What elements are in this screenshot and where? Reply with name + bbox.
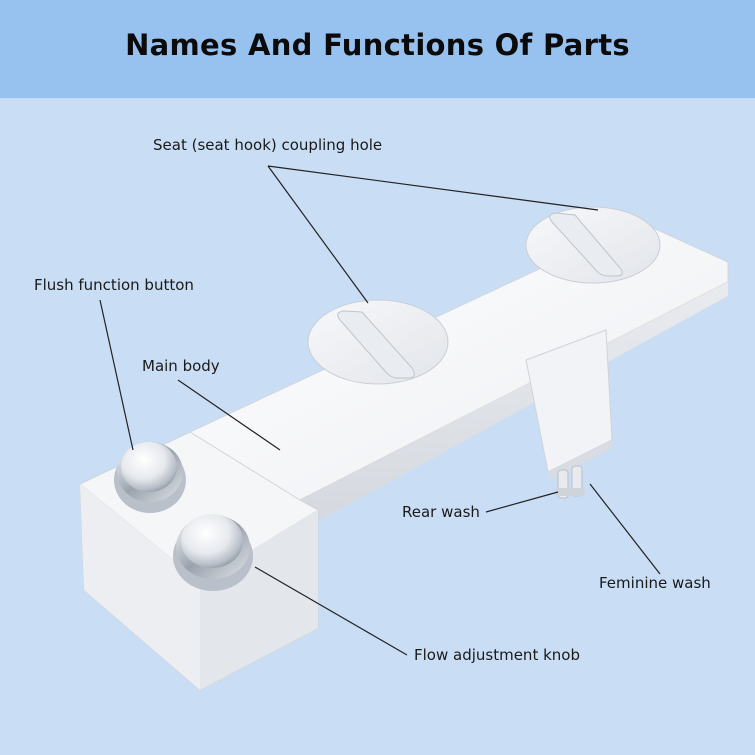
flush-function-knob [114,442,186,513]
label-rear-wash: Rear wash [402,503,480,521]
leader-rear-wash [485,491,559,513]
title-banner: Names And Functions Of Parts [0,0,755,98]
coupling-disc-front [307,299,449,385]
leader-coupling-rear [267,165,599,211]
leader-feminine-wash [589,483,661,575]
label-flow-knob: Flow adjustment knob [414,646,580,664]
leader-lines [99,165,661,656]
coupling-disc-rear [525,206,661,284]
label-main-body: Main body [142,357,220,375]
label-flush-button: Flush function button [34,276,194,294]
page-title: Names And Functions Of Parts [125,28,630,62]
leader-flush-button [99,299,134,451]
leader-main-body [177,379,281,451]
label-coupling-hole: Seat (seat hook) coupling hole [153,136,383,154]
leader-coupling-front [267,165,369,304]
label-feminine-wash: Feminine wash [599,574,711,592]
flow-adjustment-knob [173,514,253,591]
nozzle-housing [525,329,613,499]
leader-flow-knob [254,566,408,656]
